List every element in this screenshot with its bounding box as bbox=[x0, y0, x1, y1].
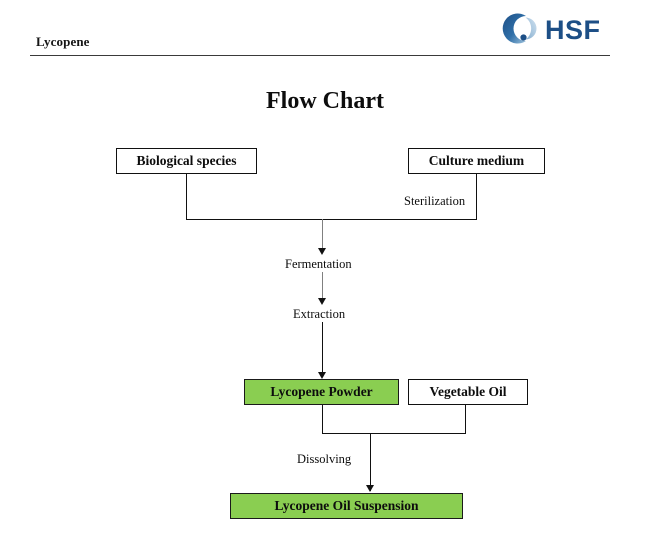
brand-logo-text: HSF bbox=[545, 15, 601, 45]
arrowhead-lycopene-powder bbox=[318, 372, 326, 379]
arrowhead-extraction bbox=[318, 298, 326, 305]
chart-title: Flow Chart bbox=[266, 88, 384, 114]
arrowhead-fermentation bbox=[318, 248, 326, 255]
edge-label-dissolving: Dissolving bbox=[293, 452, 356, 467]
edge-label-extraction: Extraction bbox=[289, 307, 350, 322]
node-lycopene-powder[interactable]: Lycopene Powder bbox=[244, 379, 399, 405]
connector-to-fermentation bbox=[322, 219, 323, 252]
node-vegetable-oil[interactable]: Vegetable Oil bbox=[408, 379, 528, 405]
edge-label-sterilization: Sterilization bbox=[400, 194, 470, 209]
connector-oil-down bbox=[465, 405, 466, 434]
connector-bio-down bbox=[186, 174, 187, 220]
node-culture-medium[interactable]: Culture medium bbox=[408, 148, 545, 174]
connector-to-suspension bbox=[370, 433, 371, 491]
connector-culture-down bbox=[476, 174, 477, 220]
brand-logo: HSF bbox=[497, 8, 607, 50]
page-header-title: Lycopene bbox=[36, 34, 90, 49]
node-lycopene-oil-suspension[interactable]: Lycopene Oil Suspension bbox=[230, 493, 463, 519]
connector-bottom-merge-bar bbox=[322, 433, 466, 434]
header-divider bbox=[30, 55, 610, 56]
connector-powder-down bbox=[322, 405, 323, 434]
connector-extraction-to-powder bbox=[322, 320, 323, 377]
connector-fermentation-to-extraction bbox=[322, 268, 323, 302]
hsf-circular-swoosh-logo-icon bbox=[502, 13, 537, 44]
arrowhead-suspension bbox=[366, 485, 374, 492]
connector-top-merge-bar bbox=[186, 219, 477, 220]
node-biological-species[interactable]: Biological species bbox=[116, 148, 257, 174]
edge-label-fermentation: Fermentation bbox=[281, 257, 356, 272]
